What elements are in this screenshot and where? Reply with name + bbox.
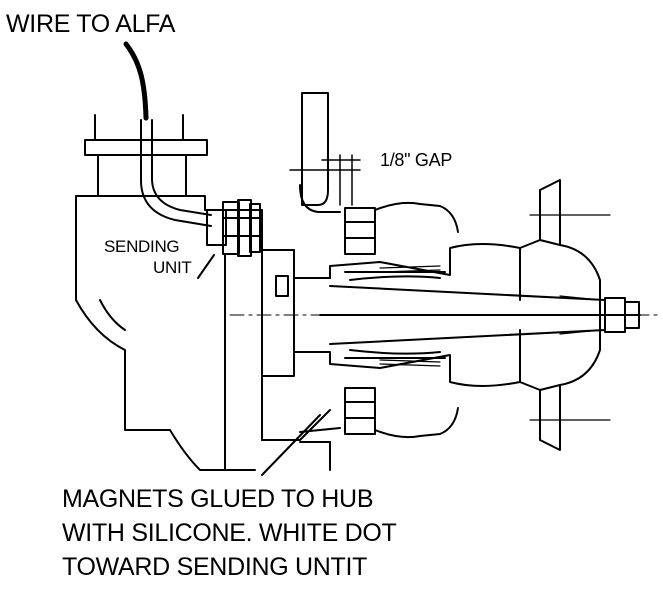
upper-magnet xyxy=(344,201,459,255)
seal-hatch xyxy=(379,265,601,367)
caliper-top xyxy=(299,92,341,213)
bracket xyxy=(84,114,208,196)
lower-magnet xyxy=(344,387,459,439)
hub-body xyxy=(293,243,521,387)
sending-unit-leader xyxy=(197,254,215,279)
wire-to-alfa xyxy=(123,41,149,121)
wire-to-alfa-label: WIRE TO ALFA xyxy=(6,10,176,38)
gap-label: 1/8" GAP xyxy=(380,150,453,170)
wire-conduit xyxy=(140,119,212,227)
sending-unit xyxy=(206,199,263,257)
sending-unit-label-line1: SENDING xyxy=(104,237,180,256)
magnets-note: MAGNETS GLUED TO HUB WITH SILICONE. WHIT… xyxy=(62,482,397,584)
magnets-note-line2: WITH SILICONE. WHITE DOT xyxy=(62,519,397,547)
flange-centerlines xyxy=(529,214,611,421)
magnets-note-line3: TOWARD SENDING UNTIT xyxy=(62,553,368,581)
brake-plate xyxy=(261,249,295,377)
magnets-leader xyxy=(261,414,321,476)
magnets-note-line1: MAGNETS GLUED TO HUB xyxy=(62,485,374,513)
spindle-body xyxy=(75,195,263,471)
caliper-lower xyxy=(261,409,341,471)
sending-unit-label-line2: UNIT xyxy=(153,258,192,277)
gap-lines xyxy=(289,154,361,206)
